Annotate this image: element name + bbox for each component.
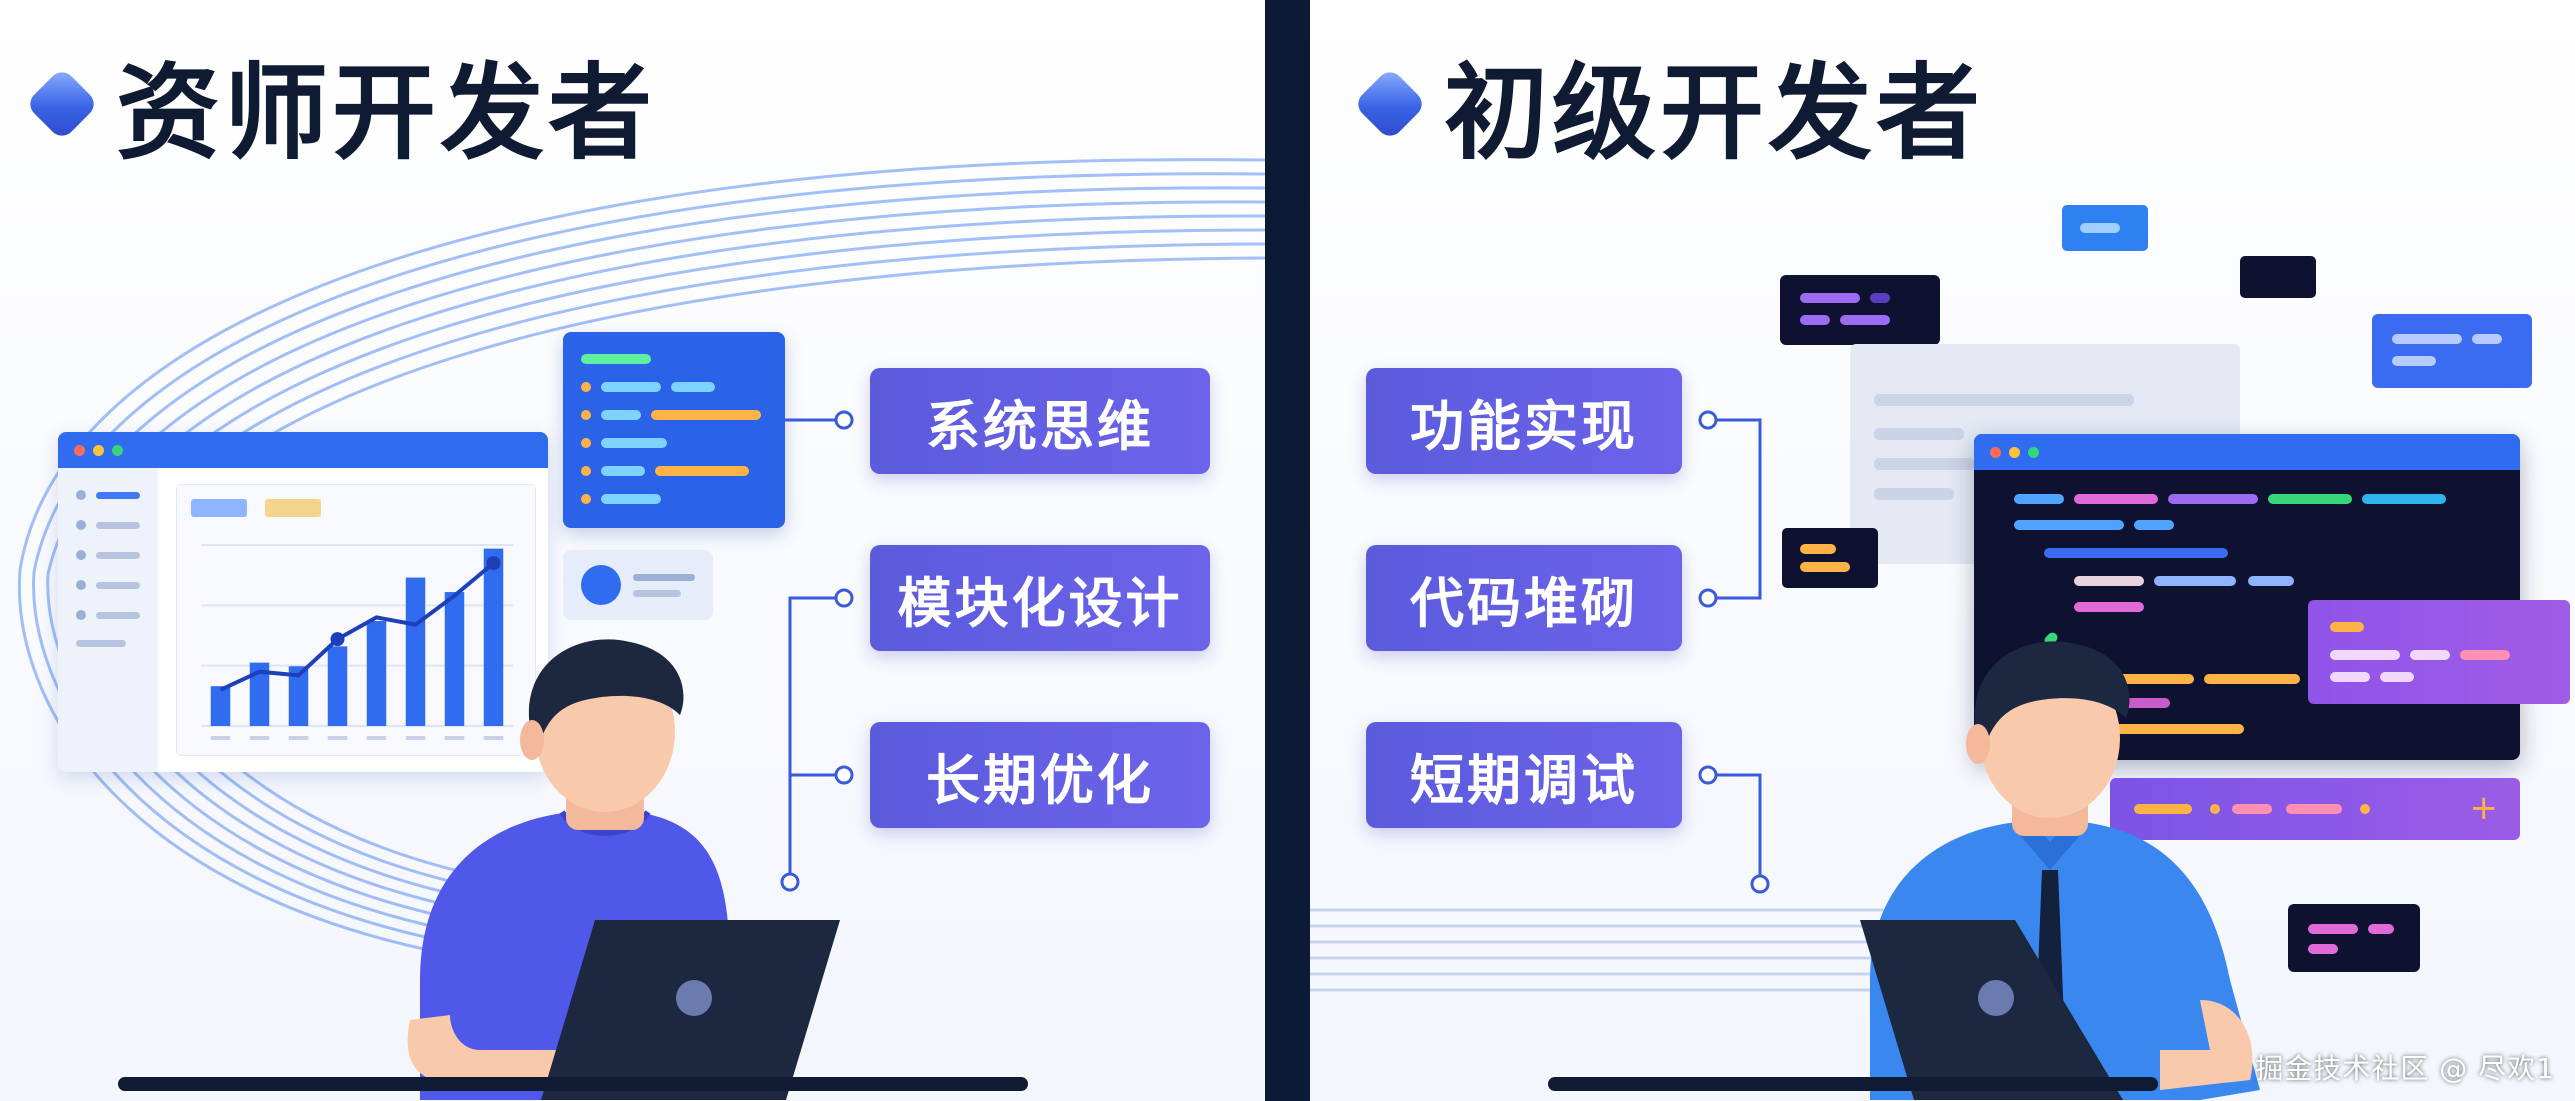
chart-bar [366, 621, 387, 726]
window-sidebar [58, 468, 158, 772]
window-dot-icon [74, 444, 85, 456]
profile-card [563, 550, 713, 620]
junior-title-text: 初级开发者 [1444, 52, 1985, 174]
stripe-decoration [1310, 908, 1950, 992]
chart-tick [288, 736, 309, 740]
skill-pill-short-term-debugging: 短期调试 [1366, 722, 1682, 828]
floating-bottom-chip [2288, 904, 2420, 972]
chart-tick [210, 736, 231, 740]
code-panel [563, 332, 785, 528]
floating-small-chip [1782, 528, 1878, 588]
senior-title-text: 资师开发者 [116, 52, 657, 174]
watermark: 掘金技术社区 @ 尽欢1 [2255, 1052, 2555, 1085]
desk-line [118, 1077, 1028, 1091]
junior-developer-panel: 初级开发者 [1310, 0, 2575, 1101]
skill-pill-long-term-optimization: 长期优化 [870, 722, 1210, 828]
chart-tick [366, 736, 387, 740]
chart-tick [249, 736, 270, 740]
chart-bar [483, 548, 504, 726]
chart-tick [405, 736, 426, 740]
window-dot-icon [112, 444, 123, 456]
floating-dark-chip [2240, 256, 2316, 298]
desk-line [1548, 1077, 2158, 1091]
chart-tick [327, 736, 348, 740]
skill-pill-code-stacking: 代码堆砌 [1366, 545, 1682, 651]
dashboard-window [58, 432, 548, 772]
editor-titlebar [1974, 434, 2520, 470]
chart-card [176, 484, 536, 756]
skill-pill-feature-implementation: 功能实现 [1366, 368, 1682, 474]
chart-bar [444, 592, 465, 726]
chart-bar [288, 666, 309, 726]
window-dot-icon [1990, 446, 2001, 458]
connector-lines [780, 410, 854, 892]
floating-code-chip [1780, 275, 1940, 345]
chart-point [486, 556, 501, 571]
junior-developer-figure [1860, 641, 2260, 1100]
floating-blue-chip [2062, 205, 2148, 251]
chart-tick [483, 736, 504, 740]
panel-divider [1265, 0, 1310, 1101]
window-dot-icon [93, 444, 104, 456]
junior-title: 初级开发者 [1352, 28, 1985, 179]
senior-developer-panel: 资师开发者 [0, 0, 1265, 1101]
chart-bar [405, 577, 426, 726]
window-titlebar [58, 432, 548, 468]
purple-code-card [2308, 600, 2570, 704]
code-editor-window [1974, 434, 2520, 760]
purple-input-bar: + [2110, 778, 2520, 840]
chart-trend-line [219, 561, 495, 692]
avatar-icon [581, 565, 621, 605]
window-dot-icon [2009, 446, 2020, 458]
growth-chart [201, 544, 513, 740]
senior-developer-figure [407, 639, 840, 1100]
chart-point [330, 632, 345, 647]
window-dot-icon [2028, 446, 2039, 458]
floating-blue-card [2372, 314, 2532, 388]
skill-pill-system-thinking: 系统思维 [870, 368, 1210, 474]
plus-icon: + [2469, 788, 2499, 828]
chart-tick [444, 736, 465, 740]
chart-bar [210, 686, 231, 726]
chart-bar [327, 646, 348, 726]
chart-bar [249, 662, 270, 726]
senior-title: 资师开发者 [24, 28, 657, 179]
connector-lines [1698, 410, 1770, 894]
skill-pill-modular-design: 模块化设计 [870, 545, 1210, 651]
